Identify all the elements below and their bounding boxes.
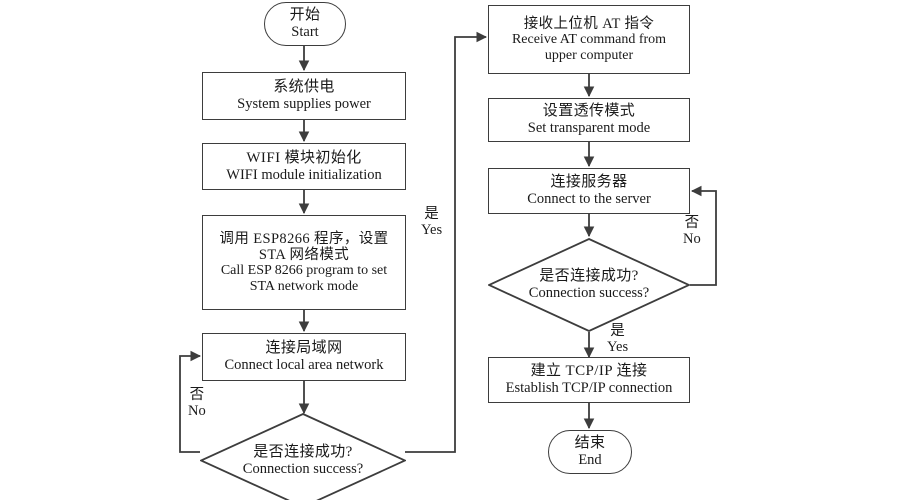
node-receiveat-label-en-1: Receive AT command from — [511, 31, 667, 47]
node-espcall-label-en-1: Call ESP 8266 program to set — [220, 263, 388, 279]
node-receive-at-command: 接收上位机 AT 指令 Receive AT command from uppe… — [488, 5, 690, 74]
node-tcpip-label-en: Establish TCP/IP connection — [505, 380, 673, 397]
node-connect-local-area-network: 连接局域网 Connect local area network — [202, 333, 406, 381]
edge-label-lan-no: 否 No — [188, 387, 206, 419]
node-wifiinit-label-en: WIFI module initialization — [226, 166, 382, 183]
node-connect-to-the-server: 连接服务器 Connect to the server — [488, 168, 690, 214]
node-connectserver-label-en: Connect to the server — [527, 191, 651, 208]
node-wifi-module-initialization: WIFI 模块初始化 WIFI module initialization — [202, 143, 406, 190]
node-receiveat-label-cn: 接收上位机 AT 指令 — [523, 15, 655, 32]
node-establish-tcpip-connection: 建立 TCP/IP 连接 Establish TCP/IP connection — [488, 357, 690, 403]
node-decisionlan-label-en: Connection success? — [242, 460, 364, 477]
node-end-label-en: End — [578, 452, 602, 469]
edge-label-lan-no-en: No — [188, 402, 206, 419]
edge-label-server-no-en: No — [683, 230, 701, 247]
node-decisionlan-label-cn: 是否连接成功? — [253, 443, 353, 460]
node-receiveat-label-en-2: upper computer — [544, 47, 634, 63]
node-espcall-label-cn-2: STA 网络模式 — [258, 246, 350, 263]
node-call-esp8266-program: 调用 ESP8266 程序，设置 STA 网络模式 Call ESP 8266 … — [202, 215, 406, 310]
node-start-label-cn: 开始 — [289, 7, 321, 24]
decision-server-shape — [488, 238, 690, 332]
edge-decisionlan-yes-to-receiveat — [405, 31, 488, 453]
node-settransparent-label-en: Set transparent mode — [527, 120, 651, 137]
node-connectlan-label-en: Connect local area network — [224, 357, 384, 374]
node-decision-lan-connection-success: 是否连接成功? Connection success? — [200, 413, 406, 500]
node-start: 开始 Start — [264, 2, 346, 46]
node-wifiinit-label-cn: WIFI 模块初始化 — [246, 149, 362, 166]
edge-label-lan-yes-en: Yes — [421, 221, 443, 238]
node-power-label-en: System supplies power — [237, 96, 371, 113]
edge-label-lan-no-cn: 否 — [189, 387, 205, 403]
node-end-label-cn: 结束 — [574, 435, 606, 452]
node-settransparent-label-cn: 设置透传模式 — [542, 103, 636, 120]
node-espcall-label-en-2: STA network mode — [249, 278, 359, 294]
edge-label-server-yes-cn: 是 — [610, 323, 625, 339]
node-decisionserver-label-en: Connection success? — [528, 285, 650, 302]
node-start-label-en: Start — [291, 24, 319, 41]
node-espcall-label-cn-1: 调用 ESP8266 程序，设置 — [219, 230, 389, 247]
edge-label-lan-yes-cn: 是 — [424, 206, 439, 222]
edge-label-lan-yes: 是 Yes — [421, 206, 443, 238]
decision-lan-shape — [200, 413, 406, 500]
node-power-label-cn: 系统供电 — [273, 79, 335, 96]
edge-label-server-yes: 是 Yes — [607, 323, 629, 355]
node-set-transparent-mode: 设置透传模式 Set transparent mode — [488, 98, 690, 142]
edge-label-server-no-cn: 否 — [684, 215, 700, 231]
node-tcpip-label-cn: 建立 TCP/IP 连接 — [530, 363, 648, 380]
node-decision-server-connection-success: 是否连接成功? Connection success? — [488, 238, 690, 332]
edge-label-server-yes-en: Yes — [607, 338, 629, 355]
node-decisionserver-label-cn: 是否连接成功? — [539, 268, 639, 285]
edge-label-server-no: 否 No — [683, 215, 701, 247]
node-system-supplies-power: 系统供电 System supplies power — [202, 72, 406, 120]
node-connectserver-label-cn: 连接服务器 — [550, 174, 628, 191]
node-end: 结束 End — [548, 430, 632, 474]
node-connectlan-label-cn: 连接局域网 — [265, 340, 343, 357]
